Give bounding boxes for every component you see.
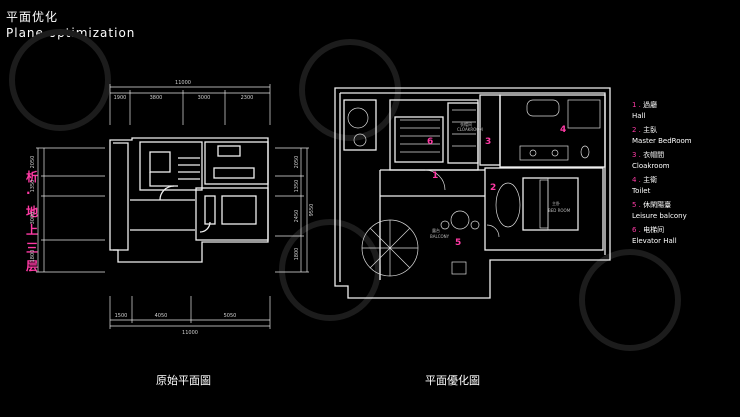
legend-item: 6 . 电梯间 — [632, 225, 664, 235]
side-label-char: 上 — [26, 223, 39, 237]
legend-cn: 主臥 — [643, 126, 658, 134]
legend-item: 4 . 主衛 — [632, 175, 657, 185]
side-label-char: 层 — [26, 259, 39, 273]
legend-cn: 电梯间 — [643, 226, 665, 234]
legend-item-en: Master BedRoom — [632, 137, 692, 145]
legend-item-en: Leisure balcony — [632, 212, 687, 220]
room-number-elevator: 6 — [427, 137, 433, 147]
legend-item-en: Elevator Hall — [632, 237, 677, 245]
legend-item: 1 . 過廳 — [632, 100, 657, 110]
legend-item-en: Hall — [632, 112, 646, 120]
side-label-char: · — [26, 186, 31, 200]
room-number-toilet: 4 — [560, 125, 566, 135]
legend-item: 2 . 主臥 — [632, 125, 657, 135]
cloakroom-tag: CLOAKROOM — [457, 127, 483, 132]
legend-num: 1 . — [632, 101, 641, 109]
dim-right-part: 1350 — [294, 180, 300, 193]
legend-num: 3 . — [632, 151, 641, 159]
dim-top-part: 2300 — [241, 95, 254, 101]
original-plan — [36, 84, 309, 329]
room-number-bedroom: 2 — [490, 183, 496, 193]
dim-right-total: 9550 — [309, 204, 315, 217]
legend-num: 4 . — [632, 176, 641, 184]
optimized-plan-walls — [334, 87, 611, 299]
balcony-tag-cn: 露台 — [432, 227, 440, 233]
legend-item-en: Cloakroom — [632, 162, 670, 170]
legend-cn: 主衛 — [643, 176, 658, 184]
legend-cn: 衣帽間 — [643, 151, 665, 159]
dim-top-part: 3000 — [198, 95, 211, 101]
room-number-balcony: 5 — [455, 238, 461, 248]
dim-bottom-part: 4050 — [155, 313, 168, 319]
dim-right-part: 1800 — [294, 248, 300, 261]
dim-bottom-total: 11000 — [182, 330, 198, 336]
dim-left-part: 1350 — [30, 180, 36, 193]
optimized-plan-furniture — [347, 99, 601, 277]
page-title-cn: 平面优化 — [6, 10, 59, 24]
dim-top-total: 11000 — [175, 80, 191, 86]
side-label-char: 析 — [26, 170, 39, 184]
watermark-mark — [9, 29, 681, 351]
cloakroom-tag-cn: 衣帽间 — [460, 121, 472, 127]
legend-num: 6 . — [632, 226, 641, 234]
dim-left-part: 2050 — [30, 156, 36, 169]
legend-num: 2 . — [632, 126, 641, 134]
legend-cn: 過廳 — [643, 101, 658, 109]
room-number-hall: 1 — [432, 171, 438, 181]
dim-bottom-part: 1500 — [115, 313, 128, 319]
legend-item: 3 . 衣帽間 — [632, 150, 664, 160]
dim-left-part: 3000 — [30, 212, 36, 225]
dim-left-part: 1800 — [30, 250, 36, 263]
dim-top-part: 3800 — [150, 95, 163, 101]
original-plan-walls — [109, 137, 269, 263]
caption-original-plan: 原始平面圖 — [156, 374, 211, 387]
dim-right-part: 2450 — [294, 210, 300, 223]
dim-top-part: 1900 — [114, 95, 127, 101]
legend-item: 5 . 休閑陽臺 — [632, 200, 671, 210]
bedroom-tag-cn: 主卧 — [552, 200, 560, 206]
room-number-cloakroom: 3 — [485, 137, 491, 147]
legend-cn: 休閑陽臺 — [643, 201, 672, 209]
dim-right-part: 2050 — [294, 156, 300, 169]
side-label-char: 三 — [26, 241, 39, 255]
bedroom-tag: BED ROOM — [548, 208, 571, 213]
balcony-tag: BALCONY — [430, 234, 450, 239]
legend-num: 5 . — [632, 201, 641, 209]
side-label-char: 地 — [26, 205, 39, 219]
legend-item-en: Toilet — [632, 187, 651, 195]
caption-optimized-plan: 平面優化圖 — [425, 374, 480, 387]
dim-bottom-part: 5050 — [224, 313, 237, 319]
